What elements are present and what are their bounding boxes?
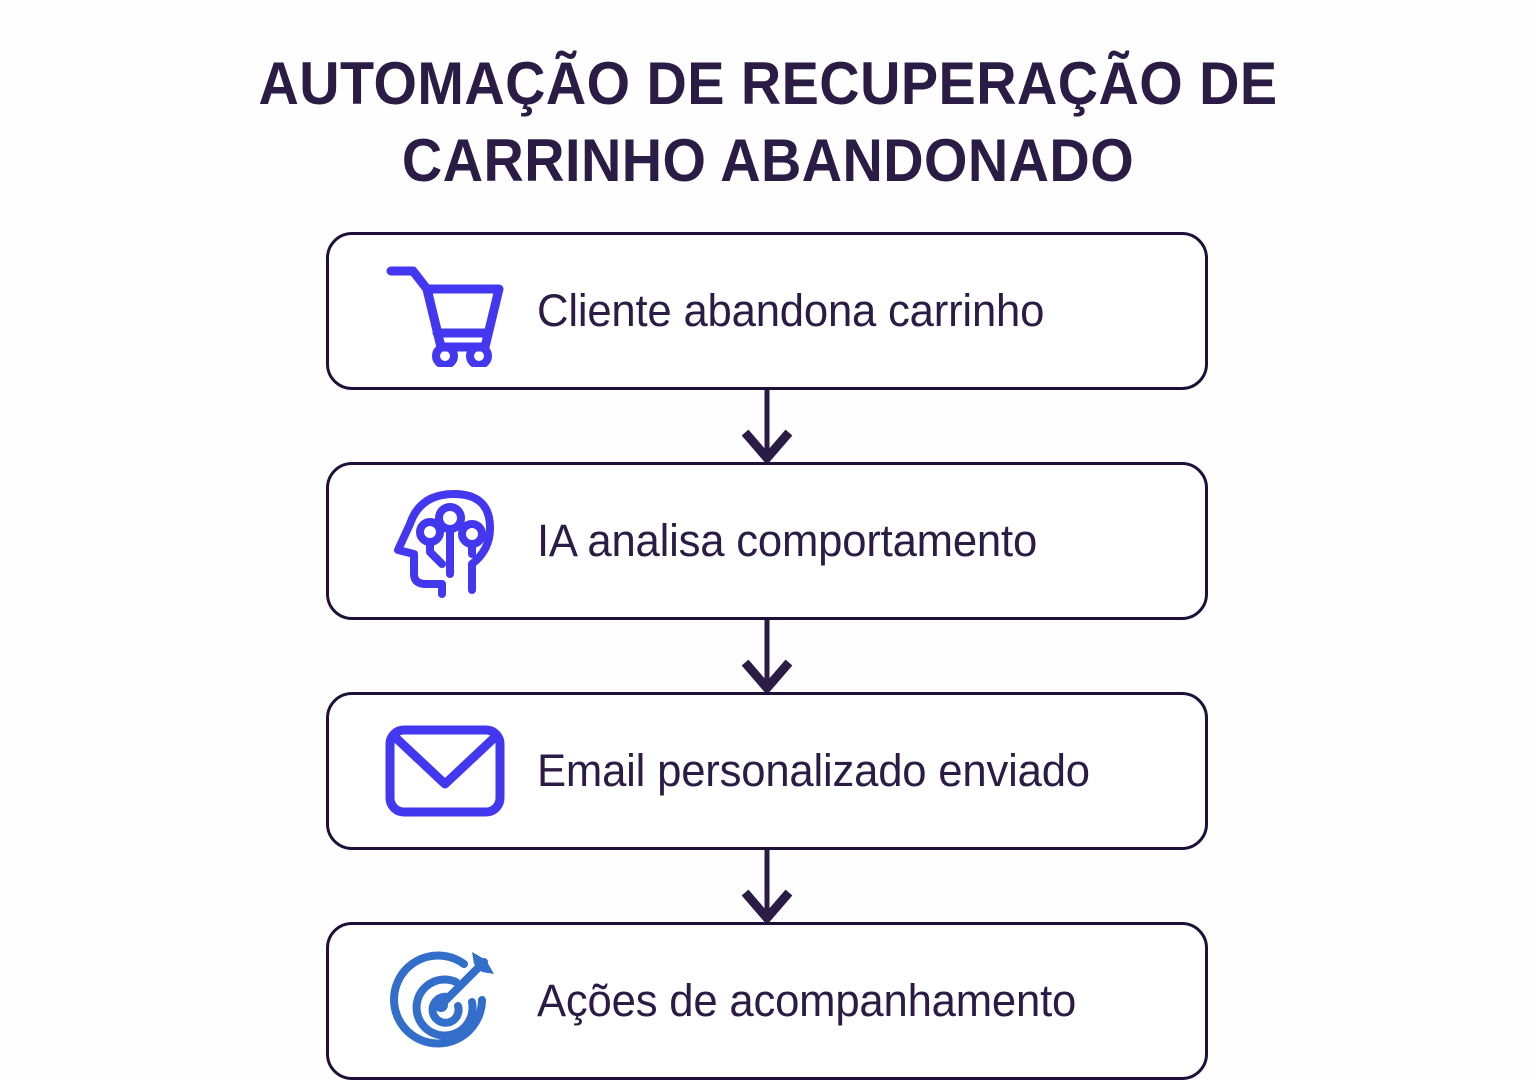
- flow-connector-1: [326, 390, 1208, 462]
- target-dart-icon: [381, 942, 509, 1060]
- down-arrow-icon: [741, 390, 793, 462]
- down-arrow-icon: [741, 850, 793, 922]
- flow-step-card-2[interactable]: IA analisa comportamento: [326, 462, 1208, 620]
- envelope-icon: [381, 712, 509, 830]
- flow-connector-2: [326, 620, 1208, 692]
- flow-step-label-2: IA analisa comportamento: [537, 515, 1038, 566]
- flow-step-card-1[interactable]: Cliente abandona carrinho: [326, 232, 1208, 390]
- flow-step-card-3[interactable]: Email personalizado enviado: [326, 692, 1208, 850]
- infographic-canvas: AUTOMAÇÃO DE RECUPERAÇÃO DE CARRINHO ABA…: [258, 50, 1278, 1080]
- flow-step-card-4[interactable]: Ações de acompanhamento: [326, 922, 1208, 1080]
- ai-brain-head-icon: [381, 482, 509, 600]
- flow-step-label-4: Ações de acompanhamento: [537, 975, 1077, 1026]
- flow-connector-3: [326, 850, 1208, 922]
- flow-step-label-3: Email personalizado enviado: [537, 745, 1090, 796]
- shopping-cart-icon: [381, 252, 509, 370]
- flow-step-label-1: Cliente abandona carrinho: [537, 285, 1045, 336]
- down-arrow-icon: [741, 620, 793, 692]
- flowchart: Cliente abandona carrinho: [326, 232, 1208, 1080]
- page-title: AUTOMAÇÃO DE RECUPERAÇÃO DE CARRINHO ABA…: [258, 50, 1278, 194]
